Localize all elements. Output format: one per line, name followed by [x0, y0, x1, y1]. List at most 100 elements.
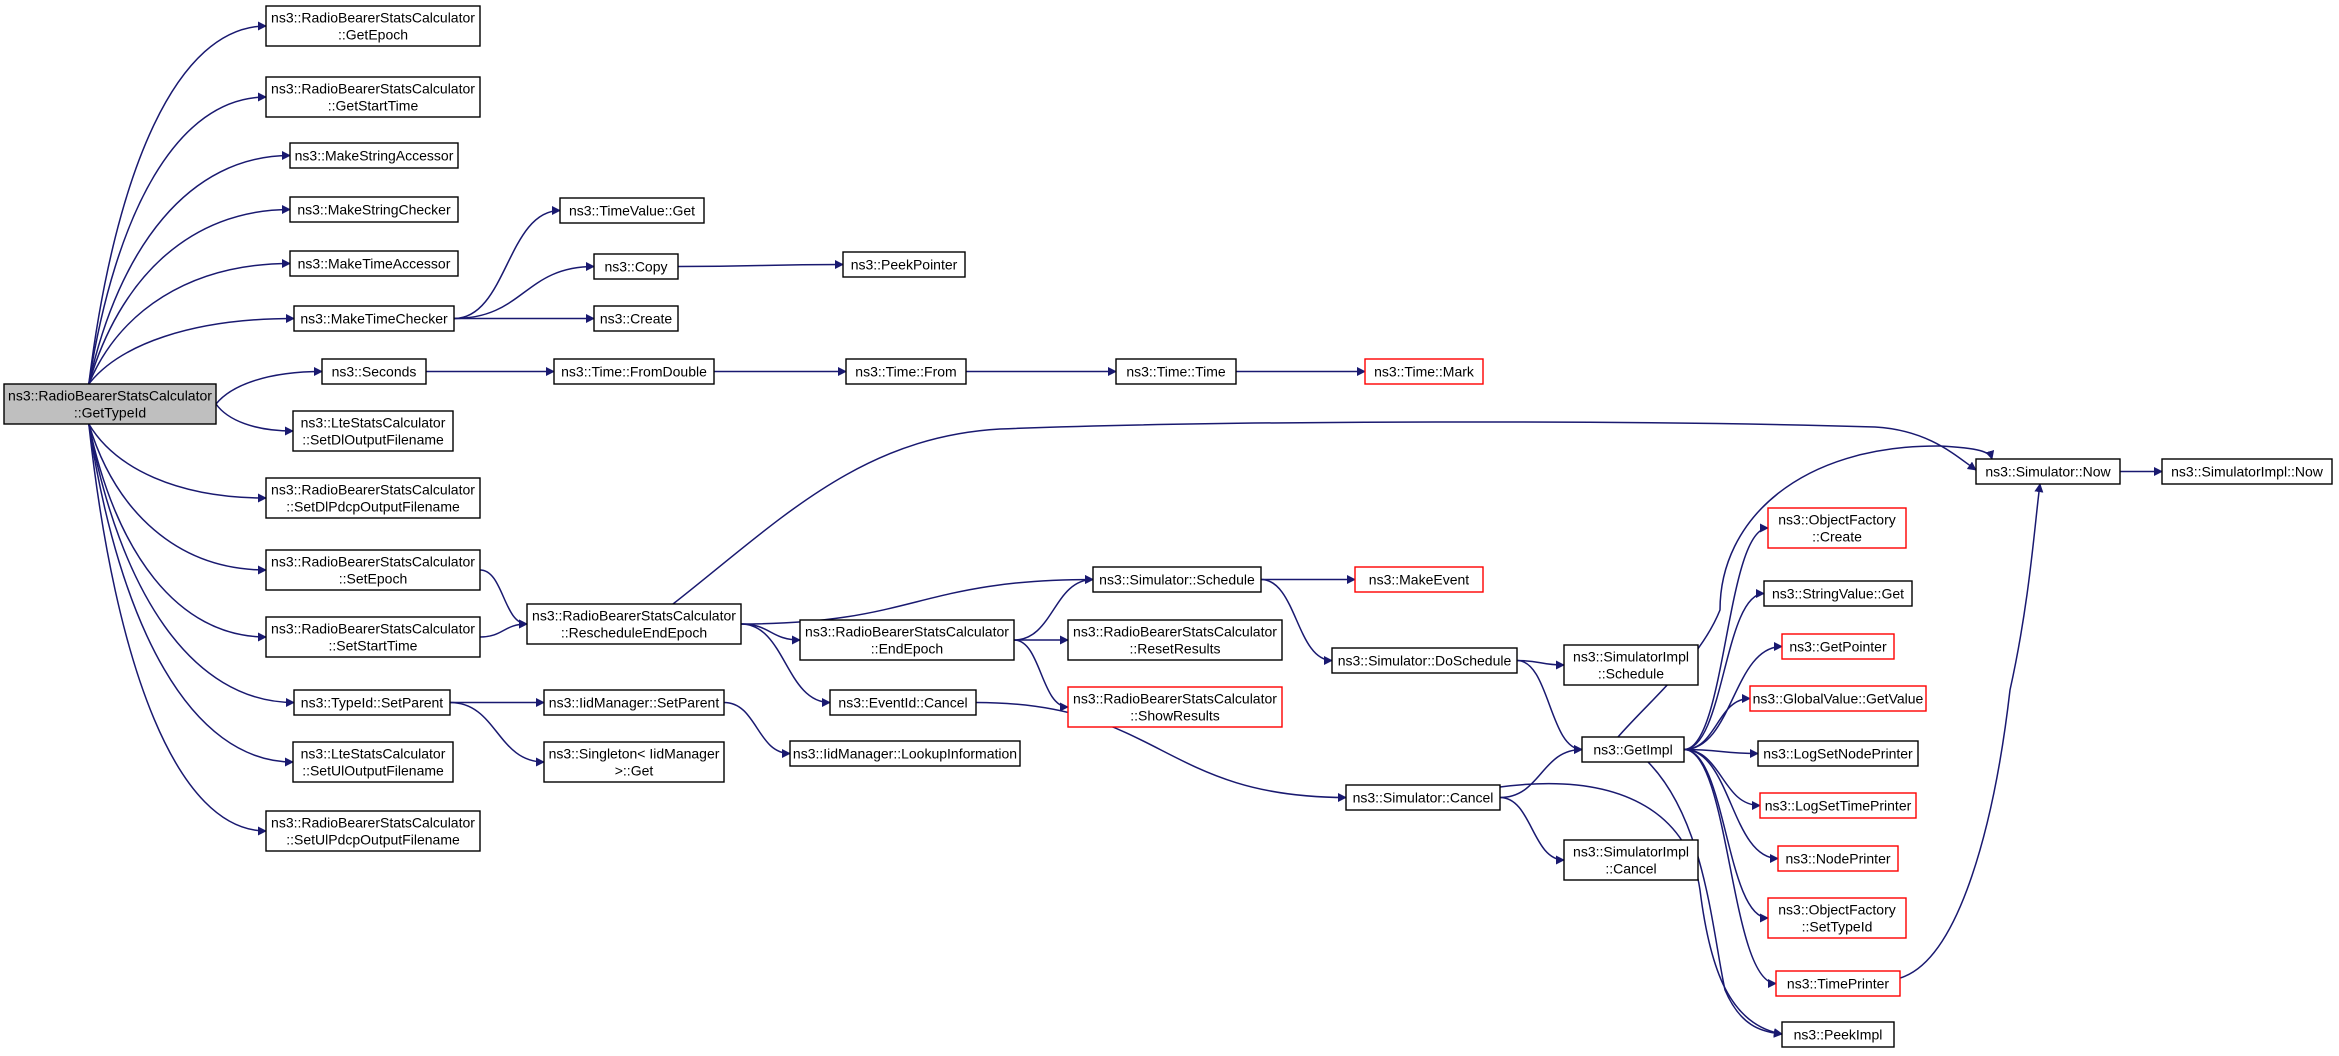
- node-typeidsetparent[interactable]: ns3::TypeId::SetParent: [293, 689, 451, 716]
- node-makestringchecker[interactable]: ns3::MakeStringChecker: [289, 196, 459, 223]
- node-nodeprinter[interactable]: ns3::NodePrinter: [1777, 845, 1899, 872]
- node-box[interactable]: [1763, 580, 1913, 607]
- node-box[interactable]: [1354, 566, 1484, 593]
- node-box[interactable]: [1781, 633, 1895, 660]
- node-simcancel[interactable]: ns3::Simulator::Cancel: [1345, 784, 1501, 811]
- node-logsetnodeprinter[interactable]: ns3::LogSetNodePrinter: [1757, 740, 1919, 767]
- node-simschedule[interactable]: ns3::Simulator::Schedule: [1092, 566, 1262, 593]
- node-singletonget[interactable]: ns3::Singleton< IidManager>::Get: [543, 741, 725, 783]
- node-box[interactable]: [265, 477, 481, 519]
- node-box[interactable]: [543, 741, 725, 783]
- node-setepoch[interactable]: ns3::RadioBearerStatsCalculator::SetEpoc…: [265, 549, 481, 591]
- node-timevalueget[interactable]: ns3::TimeValue::Get: [559, 197, 705, 224]
- node-setdlpdcp[interactable]: ns3::RadioBearerStatsCalculator::SetDlPd…: [265, 477, 481, 519]
- node-box[interactable]: [293, 305, 455, 332]
- node-box[interactable]: [1115, 358, 1237, 385]
- node-getepoch[interactable]: ns3::RadioBearerStatsCalculator::GetEpoc…: [265, 5, 481, 47]
- node-box[interactable]: [292, 410, 454, 452]
- node-setdloutput[interactable]: ns3::LteStatsCalculator::SetDlOutputFile…: [292, 410, 454, 452]
- node-getimpl[interactable]: ns3::GetImpl: [1581, 736, 1685, 763]
- node-logsettimeprinter[interactable]: ns3::LogSetTimePrinter: [1759, 792, 1917, 819]
- node-box[interactable]: [1364, 358, 1484, 385]
- node-box[interactable]: [526, 603, 742, 645]
- node-box[interactable]: [265, 810, 481, 852]
- node-box[interactable]: [265, 616, 481, 658]
- node-maketimechecker[interactable]: ns3::MakeTimeChecker: [293, 305, 455, 332]
- node-getstarttime[interactable]: ns3::RadioBearerStatsCalculator::GetStar…: [265, 76, 481, 118]
- node-makestringaccessor[interactable]: ns3::MakeStringAccessor: [289, 142, 459, 169]
- node-fromdouble[interactable]: ns3::Time::FromDouble: [553, 358, 715, 385]
- node-box[interactable]: [1331, 647, 1518, 674]
- node-box[interactable]: [845, 358, 967, 385]
- node-eventidcancel[interactable]: ns3::EventId::Cancel: [829, 689, 977, 716]
- node-setuloutput[interactable]: ns3::LteStatsCalculator::SetUlOutputFile…: [292, 741, 454, 783]
- node-timetime[interactable]: ns3::Time::Time: [1115, 358, 1237, 385]
- node-makeevent[interactable]: ns3::MakeEvent: [1354, 566, 1484, 593]
- node-box[interactable]: [2161, 458, 2333, 485]
- node-box[interactable]: [1345, 784, 1501, 811]
- node-box[interactable]: [1581, 736, 1685, 763]
- node-maketimeaccessor[interactable]: ns3::MakeTimeAccessor: [289, 250, 459, 277]
- node-doschedule[interactable]: ns3::Simulator::DoSchedule: [1331, 647, 1518, 674]
- node-box[interactable]: [3, 383, 217, 425]
- node-create[interactable]: ns3::Create: [593, 305, 679, 332]
- node-box[interactable]: [1067, 619, 1283, 661]
- node-box[interactable]: [289, 250, 459, 277]
- node-ofcreate[interactable]: ns3::ObjectFactory::Create: [1767, 507, 1907, 549]
- node-setulpdcp[interactable]: ns3::RadioBearerStatsCalculator::SetUlPd…: [265, 810, 481, 852]
- node-box[interactable]: [1781, 1021, 1895, 1048]
- node-setstarttime[interactable]: ns3::RadioBearerStatsCalculator::SetStar…: [265, 616, 481, 658]
- node-reschedule[interactable]: ns3::RadioBearerStatsCalculator::Resched…: [526, 603, 742, 645]
- node-root[interactable]: ns3::RadioBearerStatsCalculator::GetType…: [3, 383, 217, 425]
- node-box[interactable]: [265, 76, 481, 118]
- node-peekimpl[interactable]: ns3::PeekImpl: [1781, 1021, 1895, 1048]
- node-box[interactable]: [1092, 566, 1262, 593]
- node-ofsettypeid[interactable]: ns3::ObjectFactory::SetTypeId: [1767, 897, 1907, 939]
- node-timefrom[interactable]: ns3::Time::From: [845, 358, 967, 385]
- node-globalvalueget[interactable]: ns3::GlobalValue::GetValue: [1749, 685, 1927, 712]
- node-box[interactable]: [289, 196, 459, 223]
- node-box[interactable]: [1767, 507, 1907, 549]
- node-box[interactable]: [593, 253, 679, 280]
- node-box[interactable]: [593, 305, 679, 332]
- node-box[interactable]: [1757, 740, 1919, 767]
- node-iidsetparent[interactable]: ns3::IidManager::SetParent: [543, 689, 725, 716]
- node-box[interactable]: [553, 358, 715, 385]
- node-showresults[interactable]: ns3::RadioBearerStatsCalculator::ShowRes…: [1067, 686, 1283, 728]
- node-seconds[interactable]: ns3::Seconds: [321, 358, 427, 385]
- node-box[interactable]: [559, 197, 705, 224]
- node-box[interactable]: [799, 619, 1015, 661]
- node-box[interactable]: [1563, 839, 1699, 881]
- node-box[interactable]: [265, 549, 481, 591]
- node-box[interactable]: [289, 142, 459, 169]
- node-simnow[interactable]: ns3::Simulator::Now: [1975, 458, 2121, 485]
- node-stringvalueget[interactable]: ns3::StringValue::Get: [1763, 580, 1913, 607]
- node-box[interactable]: [1759, 792, 1917, 819]
- node-box[interactable]: [1563, 644, 1699, 686]
- node-box[interactable]: [829, 689, 977, 716]
- node-implcancel[interactable]: ns3::SimulatorImpl::Cancel: [1563, 839, 1699, 881]
- node-box[interactable]: [321, 358, 427, 385]
- node-box[interactable]: [543, 689, 725, 716]
- node-box[interactable]: [1767, 897, 1907, 939]
- node-box[interactable]: [292, 741, 454, 783]
- node-peekpointer[interactable]: ns3::PeekPointer: [842, 251, 966, 278]
- node-implschedule[interactable]: ns3::SimulatorImpl::Schedule: [1563, 644, 1699, 686]
- node-box[interactable]: [1775, 970, 1901, 997]
- node-getpointer[interactable]: ns3::GetPointer: [1781, 633, 1895, 660]
- node-resetresults[interactable]: ns3::RadioBearerStatsCalculator::ResetRe…: [1067, 619, 1283, 661]
- node-timemark[interactable]: ns3::Time::Mark: [1364, 358, 1484, 385]
- node-box[interactable]: [265, 5, 481, 47]
- node-endepoch[interactable]: ns3::RadioBearerStatsCalculator::EndEpoc…: [799, 619, 1015, 661]
- node-copy[interactable]: ns3::Copy: [593, 253, 679, 280]
- node-implnow[interactable]: ns3::SimulatorImpl::Now: [2161, 458, 2333, 485]
- node-box[interactable]: [789, 740, 1021, 767]
- node-lookupinfo[interactable]: ns3::IidManager::LookupInformation: [789, 740, 1021, 767]
- node-timeprinter[interactable]: ns3::TimePrinter: [1775, 970, 1901, 997]
- node-box[interactable]: [1067, 686, 1283, 728]
- node-box[interactable]: [1749, 685, 1927, 712]
- node-box[interactable]: [842, 251, 966, 278]
- node-box[interactable]: [293, 689, 451, 716]
- node-box[interactable]: [1777, 845, 1899, 872]
- node-box[interactable]: [1975, 458, 2121, 485]
